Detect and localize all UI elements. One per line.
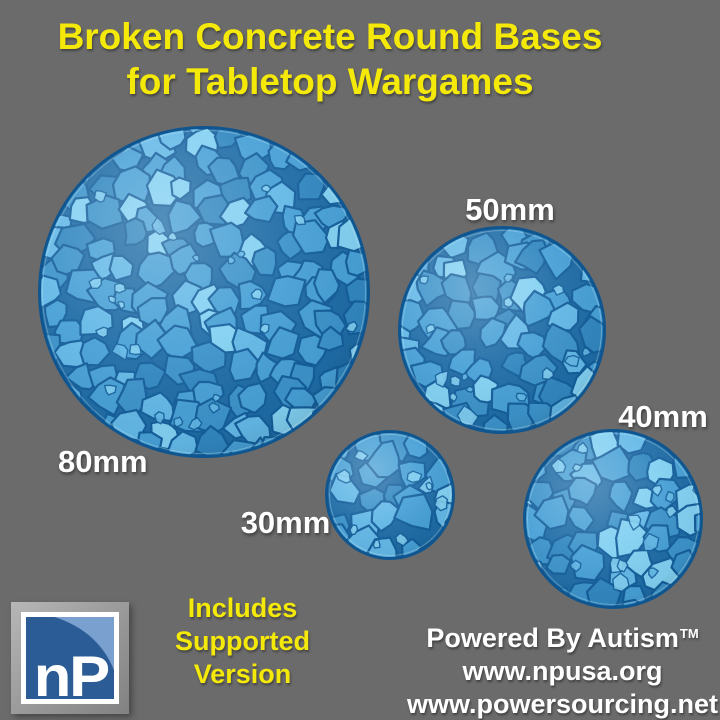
np-logo-mark: nP: [26, 617, 114, 699]
powered-by-text: Powered By Autism: [426, 623, 679, 653]
title-line1: Broken Concrete Round Bases: [57, 16, 603, 57]
np-logo-light-arc: [54, 617, 114, 671]
label-80mm: 80mm: [58, 444, 148, 479]
includes-line1: Includes: [187, 593, 298, 623]
label-40mm: 40mm: [618, 399, 708, 434]
footer-text: Powered By AutismTM www.npusa.org www.po…: [405, 617, 720, 720]
base-30mm-render: [325, 430, 455, 560]
np-logo: nP: [11, 602, 129, 714]
np-logo-frame: nP: [21, 612, 119, 704]
np-logo-text: nP: [34, 644, 109, 699]
base-40mm-render: [523, 429, 703, 609]
base-50mm-render: [398, 226, 606, 434]
base-80mm-render: [38, 126, 370, 458]
footer-url-powersourcing: www.powersourcing.net: [406, 689, 719, 719]
page-title: Broken Concrete Round Bases for Tabletop…: [0, 14, 660, 104]
label-50mm: 50mm: [465, 192, 555, 227]
title-line2: for Tabletop Wargames: [126, 61, 534, 102]
includes-line2: Supported: [175, 626, 310, 656]
powered-by-line: Powered By AutismTM: [405, 617, 720, 655]
includes-line3: Version: [193, 659, 292, 689]
includes-note: Includes Supported Version: [140, 592, 345, 691]
trademark-symbol: TM: [679, 626, 699, 641]
label-30mm: 30mm: [240, 505, 331, 540]
footer-url-npusa: www.npusa.org: [462, 656, 663, 686]
